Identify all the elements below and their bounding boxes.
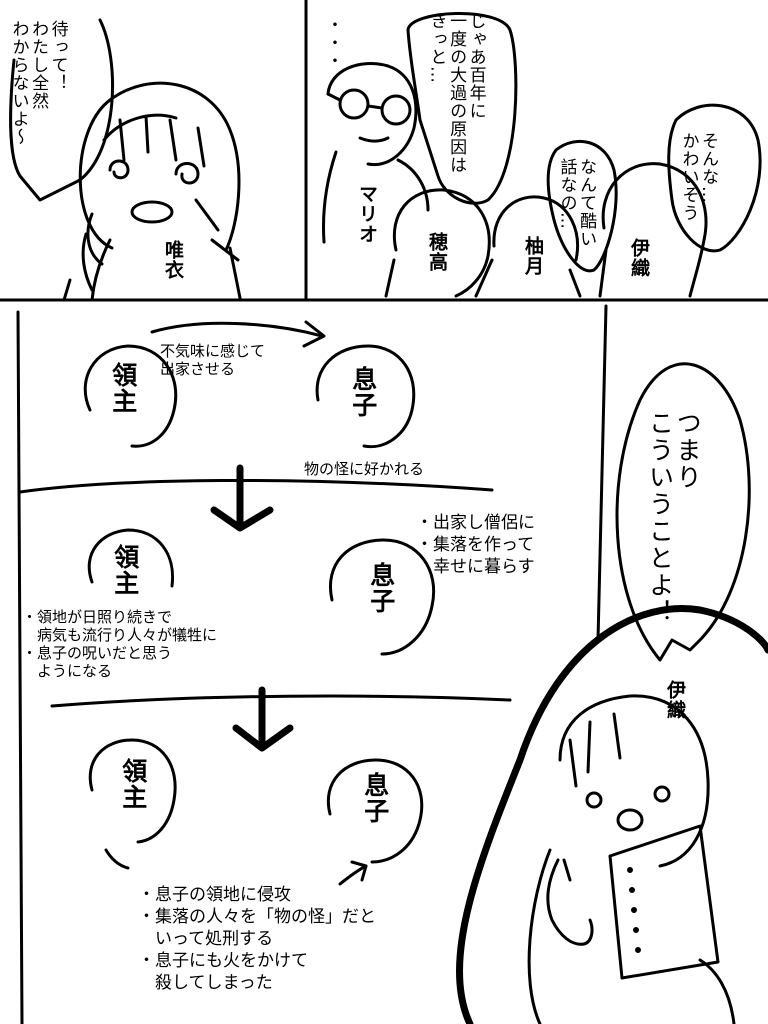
- divider-1: [18, 478, 494, 494]
- step1-arrow: [150, 320, 326, 348]
- yui-speech-text: 待って！ わたし全然 わからないよ〜: [8, 20, 68, 146]
- iori-name-label: 伊織: [663, 680, 686, 720]
- step3-son-circle: [326, 758, 424, 864]
- down-arrow-2: [232, 686, 294, 752]
- step3-lord-label: 領主: [118, 758, 148, 810]
- step2-son-circle: [329, 538, 435, 656]
- step1-son-note: 物の怪に好かれる: [304, 460, 425, 478]
- mario-dots-text: ・・・: [322, 16, 343, 70]
- kawaiisou-speech-bubble: [667, 103, 762, 253]
- yui-character: [62, 81, 242, 302]
- iori-character: [456, 605, 768, 1024]
- divider-2: [50, 694, 512, 708]
- step3-lord-circle: [88, 738, 177, 870]
- step1-lord-label: 領主: [108, 362, 138, 414]
- step3-son-label: 息子: [360, 772, 390, 824]
- step1-lord-circle: [83, 344, 178, 448]
- kawaiisou-speech-text: そんな… かわいそう: [678, 132, 719, 222]
- step2-son-label: 息子: [366, 562, 396, 614]
- hidoi-speech-bubble: [546, 139, 618, 273]
- mario-character: [322, 62, 430, 244]
- down-arrow-1: [210, 464, 274, 532]
- iori-small-name-label: 伊織: [627, 238, 650, 278]
- iori-speech-bubble: [615, 362, 751, 662]
- mario-speech-bubble: [406, 12, 518, 205]
- yuzuki-character: [474, 195, 582, 298]
- step3-lord-note: ・息子の領地に侵攻 ・集落の人々を「物の怪」だと いって処刑する ・息子にも火を…: [138, 885, 376, 994]
- step2-lord-label: 領主: [110, 544, 140, 596]
- step1-action-text: 不気味に感じて 出家させる: [160, 342, 266, 378]
- step3-arrow: [338, 860, 368, 886]
- step2-lord-circle: [87, 528, 175, 588]
- iori-small-character: [598, 162, 708, 298]
- mario-name-label: マリオ: [355, 184, 378, 244]
- yui-speech-bubble: [9, 18, 114, 202]
- iori-speech-text: つまり こういうことよ！: [645, 410, 703, 626]
- step1-son-label: 息子: [348, 366, 378, 418]
- step1-son-circle: [315, 344, 416, 449]
- hidoi-speech-text: なんて酷い 話なの…: [556, 158, 597, 248]
- hotaka-name-label: 穂高: [425, 232, 448, 272]
- yuzuki-name-label: 柚月: [521, 236, 544, 276]
- step2-lord-note: ・領地が日照り続きで 病気も流行り人々が犠牲に ・息子の呪いだと思う ようになる: [22, 608, 218, 680]
- mario-speech-text: じゃあ百年に 一度の大過の原因は きっと…: [426, 12, 486, 174]
- yui-name-label: 唯衣: [161, 240, 184, 280]
- hotaka-character: [384, 188, 491, 298]
- step2-son-note: ・出家し僧侶に ・集落を作って 幸せに暮らす: [416, 513, 535, 578]
